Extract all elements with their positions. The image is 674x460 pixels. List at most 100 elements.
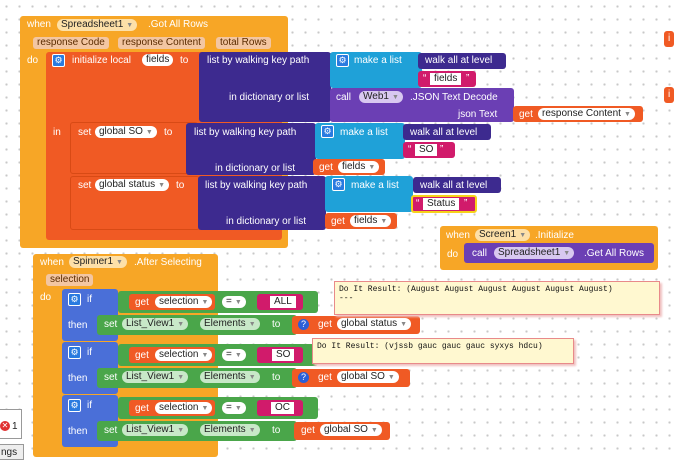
walk-all-label: walk all at level (410, 127, 478, 138)
text-value-fields[interactable]: fields (430, 73, 462, 85)
property-dropdown-elements[interactable]: Elements▼ (200, 318, 260, 330)
param-response-content[interactable]: response Content (118, 37, 205, 49)
if-label: if (87, 347, 92, 358)
compare-operator-dropdown[interactable]: =▼ (222, 349, 246, 361)
walk-key-path-block-1[interactable] (199, 52, 331, 122)
component-dropdown-spreadsheet1[interactable]: Spreadsheet1▼ (57, 19, 138, 31)
quote-close: ” (464, 198, 468, 209)
component-dropdown-spinner1[interactable]: Spinner1▼ (69, 256, 127, 268)
make-a-list-label: make a list (351, 180, 399, 191)
param-response-code[interactable]: response Code (33, 37, 109, 49)
property-dropdown-elements[interactable]: Elements▼ (200, 371, 260, 383)
mutator-gear-icon[interactable]: ⚙ (52, 54, 65, 67)
error-count: 1 (12, 421, 18, 432)
to-label: to (164, 127, 173, 138)
walk-all-at-level-block-3[interactable] (413, 177, 501, 193)
quote-open: “ (408, 144, 412, 155)
listview-component-dropdown[interactable]: List_View1▼ (122, 424, 189, 436)
param-selection[interactable]: selection (46, 274, 94, 286)
json-text-label: json Text (458, 109, 498, 120)
local-var-name[interactable]: fields (142, 54, 174, 66)
to-label: to (272, 372, 281, 383)
param-total-rows[interactable]: total Rows (216, 37, 271, 49)
offscreen-block-1[interactable] (664, 31, 674, 47)
listview-component-dropdown[interactable]: List_View1▼ (122, 318, 189, 330)
walk-key-path-block-2[interactable] (186, 123, 316, 175)
text-value-oc[interactable]: OC (271, 402, 294, 414)
get-var-selection[interactable]: selection▼ (155, 296, 213, 308)
text-value-so[interactable]: SO (415, 144, 438, 156)
offscreen-block-text: i (668, 33, 671, 44)
get-var-fields[interactable]: fields▼ (338, 161, 380, 173)
compare-operator-dropdown[interactable]: =▼ (222, 296, 246, 308)
in-dictionary-label: in dictionary or list (226, 216, 307, 227)
in-dictionary-label: in dictionary or list (229, 92, 310, 103)
do-it-result-text: Do It Result: (vjssb gauc gauc gauc syxy… (317, 342, 543, 351)
mutator-gear-icon[interactable]: ⚙ (68, 293, 81, 306)
get-label: get (331, 216, 345, 227)
get-label: get (301, 425, 315, 436)
event-name: .Got All Rows (148, 19, 209, 30)
json-decode-method: .JSON Text Decode (410, 92, 498, 103)
walk-all-at-level-block-1[interactable] (418, 53, 506, 69)
property-dropdown-elements[interactable]: Elements▼ (200, 424, 260, 436)
get-var-response-content[interactable]: response Content▼ (538, 108, 635, 120)
compare-operator-dropdown[interactable]: =▼ (222, 402, 246, 414)
then-label: then (68, 426, 88, 437)
do-it-result-bubble-2: Do It Result: (vjssb gauc gauc gauc syxy… (312, 338, 574, 364)
text-value-all[interactable]: ALL (270, 296, 296, 308)
when-label: when (27, 19, 51, 30)
do-label: do (40, 292, 52, 303)
walk-all-at-level-block-2[interactable] (403, 124, 491, 140)
text-value-so[interactable]: SO (272, 349, 295, 361)
get-label: get (319, 162, 333, 173)
listview-component-dropdown[interactable]: List_View1▼ (122, 371, 189, 383)
do-it-result-bubble-1: Do It Result: (August August August Augu… (334, 281, 660, 315)
get-label: get (135, 350, 149, 361)
in-label: in (53, 127, 61, 138)
text-value-status[interactable]: Status (423, 198, 460, 210)
quote-open: “ (416, 198, 420, 209)
error-icon[interactable]: ✕ (0, 421, 10, 431)
spreadsheet-component-dropdown[interactable]: Spreadsheet1▼ (494, 247, 575, 259)
mutator-gear-icon[interactable]: ⚙ (336, 54, 349, 67)
quote-close: ” (440, 144, 444, 155)
mutator-gear-icon[interactable]: ⚙ (332, 178, 345, 191)
set-label: set (104, 425, 118, 436)
make-a-list-label: make a list (340, 127, 388, 138)
get-var-selection[interactable]: selection▼ (155, 402, 213, 414)
get-var-fields[interactable]: fields▼ (350, 215, 392, 227)
get-label: get (318, 372, 332, 383)
set-var-global-status[interactable]: global status▼ (95, 179, 170, 191)
get-var-selection[interactable]: selection▼ (155, 349, 213, 361)
do-label: do (447, 249, 459, 260)
get-var-global-so[interactable]: global SO▼ (320, 424, 382, 436)
left-warning-panel (0, 409, 22, 439)
mutator-gear-icon[interactable]: ⚙ (68, 346, 81, 359)
event-name: .Initialize (535, 230, 574, 241)
set-var-global-so[interactable]: global SO▼ (95, 126, 157, 138)
offscreen-block-2[interactable] (664, 87, 674, 103)
do-label: do (27, 55, 39, 66)
to-label: to (176, 180, 185, 191)
to-label: to (272, 319, 281, 330)
get-var-global-so[interactable]: global SO▼ (337, 371, 399, 383)
get-var-global-status[interactable]: global status▼ (337, 318, 412, 330)
set-label: set (104, 372, 118, 383)
warning-question-icon[interactable]: ? (298, 319, 309, 330)
mutator-gear-icon[interactable]: ⚙ (68, 399, 81, 412)
component-dropdown-screen1[interactable]: Screen1▼ (475, 229, 531, 241)
mutator-gear-icon[interactable]: ⚙ (321, 125, 334, 138)
then-label: then (68, 320, 88, 331)
walk-key-path-label: list by walking key path (207, 55, 310, 66)
walk-key-path-block-3[interactable] (198, 176, 326, 230)
warning-question-icon[interactable]: ? (298, 372, 309, 383)
web-component-dropdown[interactable]: Web1▼ (359, 91, 403, 103)
if-label: if (87, 400, 92, 411)
walk-all-label: walk all at level (420, 180, 488, 191)
call-label: call (336, 92, 352, 103)
get-label: get (318, 319, 332, 330)
get-label: get (135, 297, 149, 308)
to-label: to (272, 425, 281, 436)
initialize-local-label: initialize local (72, 55, 131, 66)
